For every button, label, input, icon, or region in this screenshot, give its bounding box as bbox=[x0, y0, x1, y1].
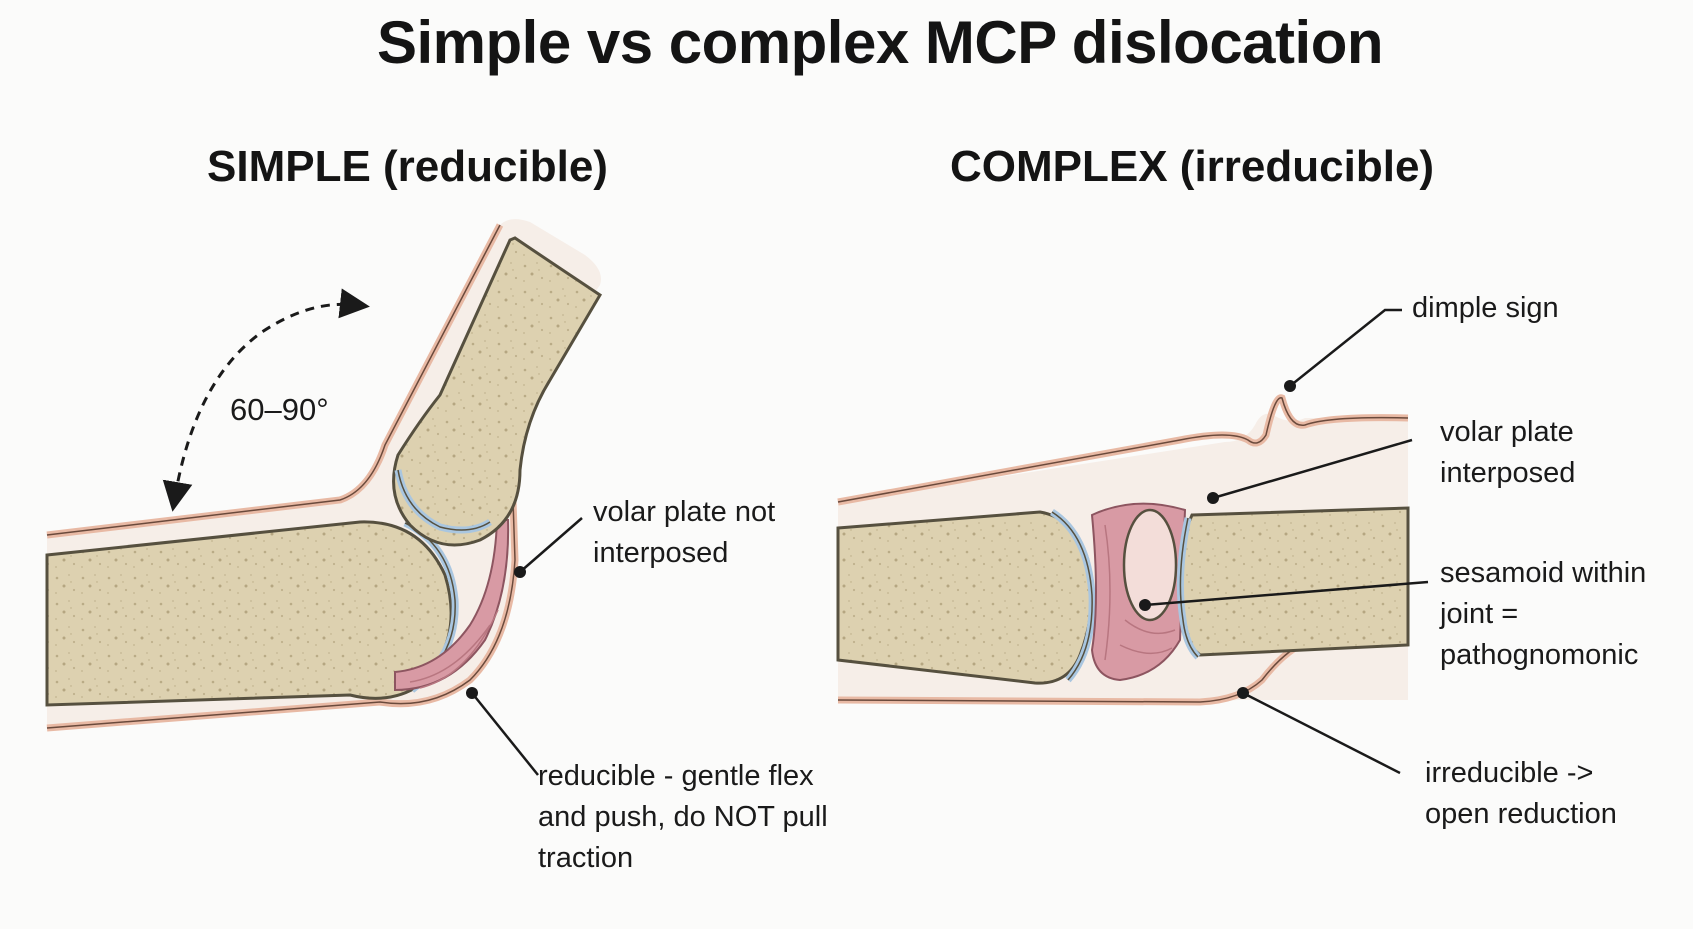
complex-heading: COMPLEX (irreducible) bbox=[950, 142, 1435, 191]
simple-volar-label: volar plate not interposed bbox=[593, 496, 776, 569]
simple-leader-reduction bbox=[466, 687, 539, 776]
complex-sesamoid-label: sesamoid within joint = pathognomonic bbox=[1440, 557, 1647, 671]
complex-proximal-phalanx bbox=[1178, 506, 1410, 657]
complex-sesamoid bbox=[1122, 508, 1178, 622]
angle-label: 60–90° bbox=[230, 392, 329, 427]
complex-dimple-label: dimple sign bbox=[1412, 292, 1559, 324]
simple-reduction-label: reducible - gentle flex and push, do NOT… bbox=[538, 760, 828, 874]
simple-finger bbox=[45, 219, 603, 732]
complex-leader-dimple bbox=[1284, 308, 1402, 392]
complex-reduction-label: irreducible -> open reduction bbox=[1425, 757, 1617, 830]
complex-leader-sesamoid bbox=[1139, 580, 1429, 611]
complex-leader-volar bbox=[1207, 438, 1413, 504]
complex-volar-label: volar plate interposed bbox=[1440, 416, 1576, 489]
simple-angle-arrow bbox=[162, 288, 370, 512]
simple-metacarpal bbox=[45, 520, 453, 707]
simple-proximal-phalanx bbox=[392, 236, 603, 547]
complex-metacarpal bbox=[836, 510, 1094, 685]
simple-leader-volar bbox=[514, 517, 583, 578]
complex-leader-reduction bbox=[1237, 687, 1401, 775]
page-title: Simple vs complex MCP dislocation bbox=[376, 9, 1384, 76]
complex-finger bbox=[836, 394, 1410, 706]
simple-heading: SIMPLE (reducible) bbox=[207, 142, 608, 191]
simple-volar-plate bbox=[394, 519, 510, 692]
